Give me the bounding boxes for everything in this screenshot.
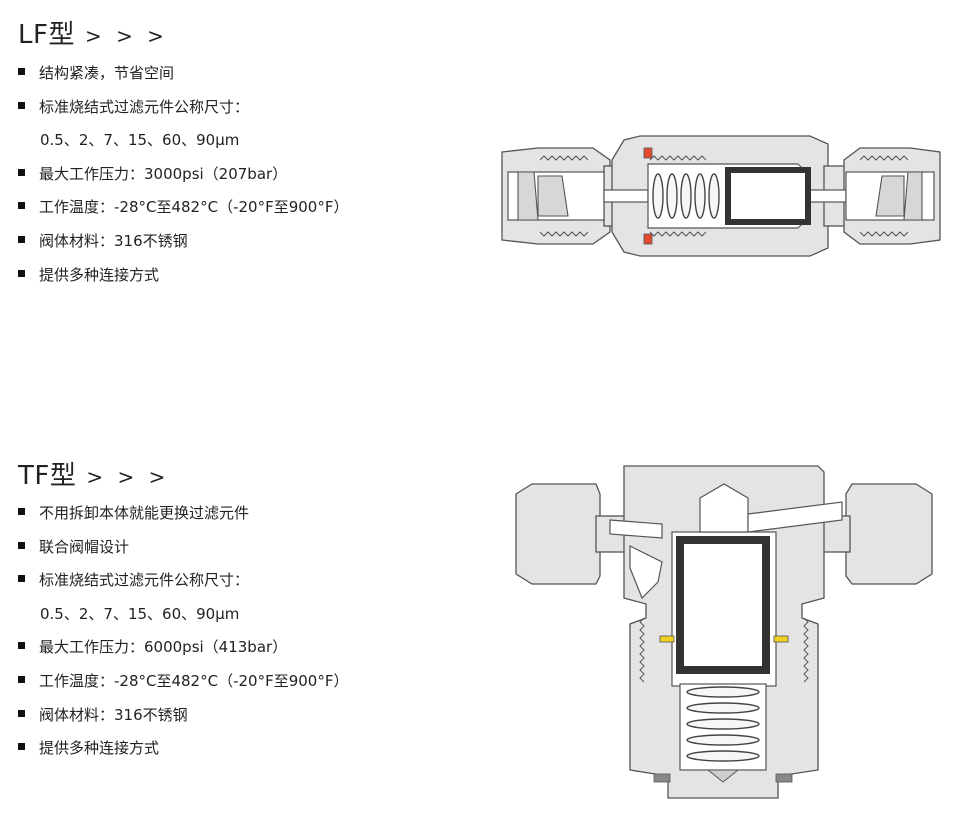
list-item: 提供多种连接方式	[18, 732, 348, 766]
list-item: 标准烧结式过滤元件公称尺寸：	[18, 564, 348, 598]
tf-title-text: TF型	[18, 461, 77, 491]
bullet-icon	[18, 168, 25, 176]
bullet-icon	[18, 508, 25, 515]
list-item: 工作温度：-28°C至482°C（-20°F至900°F）	[18, 191, 348, 225]
bullet-icon	[18, 541, 25, 549]
spring	[686, 686, 760, 762]
lf-feature-list: 结构紧凑，节省空间 标准烧结式过滤元件公称尺寸： 0.5、2、7、15、60、9…	[18, 57, 348, 292]
tf-title: TF型 > > >	[18, 455, 169, 492]
list-item: 标准烧结式过滤元件公称尺寸：	[18, 91, 348, 125]
lf-title-arrows: > > >	[84, 24, 168, 48]
bullet-icon	[18, 709, 25, 717]
bullet-icon	[18, 235, 25, 243]
tf-filter-cross-section	[515, 465, 933, 799]
list-item: 结构紧凑，节省空间	[18, 57, 348, 91]
list-item-continuation: 0.5、2、7、15、60、90μm	[40, 131, 240, 150]
pin-right	[773, 635, 789, 643]
bullet-icon	[18, 68, 25, 75]
pin-left	[659, 635, 675, 643]
list-item: 最大工作压力：3000psi（207bar）	[18, 158, 348, 192]
list-item: 联合阀帽设计	[18, 531, 348, 565]
seal-lower	[643, 233, 653, 245]
filter-element	[676, 536, 770, 674]
filter-element	[725, 167, 811, 225]
list-item: 阀体材料：316不锈钢	[18, 699, 348, 733]
list-item: 最大工作压力：6000psi（413bar）	[18, 631, 348, 665]
spring	[652, 173, 720, 219]
bullet-icon	[18, 202, 25, 210]
list-item-continuation: 0.5、2、7、15、60、90μm	[40, 604, 240, 623]
lf-filter-cross-section	[501, 135, 941, 257]
lf-title-text: LF型	[18, 20, 75, 50]
bullet-icon	[18, 269, 25, 277]
seal-upper	[643, 147, 653, 159]
bullet-icon	[18, 675, 25, 683]
bullet-icon	[18, 101, 25, 109]
list-item: 工作温度：-28°C至482°C（-20°F至900°F）	[18, 665, 348, 699]
list-item: 不用拆卸本体就能更换过滤元件	[18, 497, 348, 531]
list-item: 提供多种连接方式	[18, 259, 348, 293]
bullet-icon	[18, 743, 25, 751]
bullet-icon	[18, 642, 25, 650]
tf-feature-list: 不用拆卸本体就能更换过滤元件 联合阀帽设计 标准烧结式过滤元件公称尺寸： 0.5…	[18, 497, 348, 766]
list-item: 阀体材料：316不锈钢	[18, 225, 348, 259]
bullet-icon	[18, 575, 25, 583]
tf-title-arrows: > > >	[86, 465, 170, 489]
lf-title: LF型 > > >	[18, 14, 168, 51]
